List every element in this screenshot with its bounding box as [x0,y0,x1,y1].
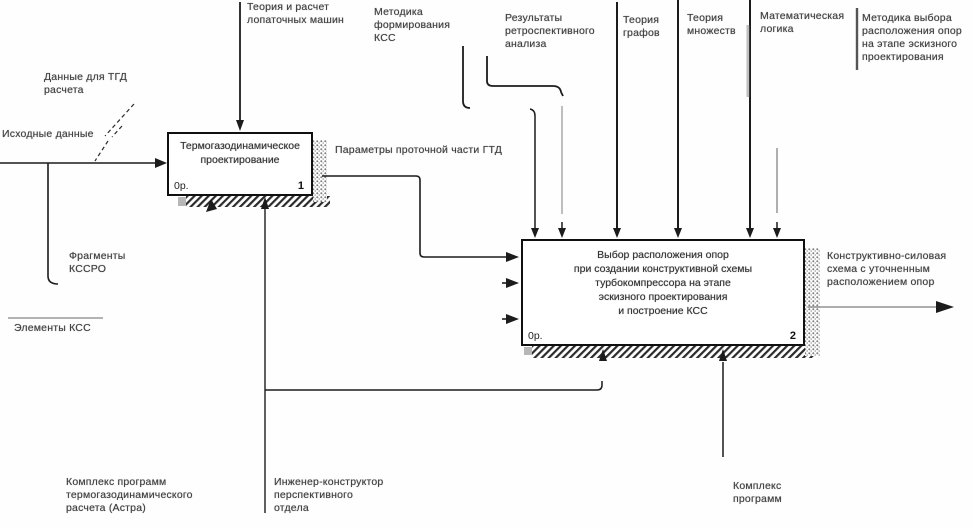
label-elements-kss: Элементы КСС [14,322,91,334]
box1-number: 1 [297,180,304,192]
label-retro-analysis: Результаты ретроспективного анализа [505,12,595,50]
label-set-theory: Теория множеств [687,12,736,37]
label-theory-blades: Теория и расчет лопаточных машин [247,1,345,26]
box1-shadow [178,140,330,207]
box1-output-elbow [322,175,510,258]
activity-box-2: Выбор расположения опор при создании кон… [521,239,805,346]
label-data-tgd: Данные для ТГД расчета [44,71,128,96]
box2-title: Выбор расположения опор при создании кон… [573,249,753,317]
box2-input3-arrowhead [506,314,519,324]
box2-control5-arrowhead [746,228,754,238]
activity-box-1: Термогазодинамическое проектирование 0р.… [167,132,313,196]
box1-mech-arrowhead [261,197,269,209]
label-astra-programs: Комплекс программ термогазодинамического… [66,476,193,514]
label-math-logic: Математическая логика [760,10,845,35]
box2-number: 2 [789,330,796,342]
box1-mech-diagonal-arrowhead [206,199,217,212]
box1-input-arrowhead [155,158,167,168]
box2-mech1-arrowhead [599,349,607,361]
box2-cost-label: 0р. [528,330,543,342]
box2-control3-arrowhead [613,228,621,238]
box2-control1-arrowhead [531,228,539,238]
label-fragments-kssro: Фрагменты КССРО [69,250,126,275]
label-engineer: Инженер-конструктор перспективного отдел… [274,476,384,514]
box1-cost-label: 0р. [174,180,189,192]
label-output-scheme: Конструктивно-силовая схема с уточненным… [827,250,947,288]
box1-title: Термогазодинамическое проектирование [180,140,300,166]
label-program-complex: Комплекс программ [733,480,782,505]
box2-control4-arrowhead [674,228,682,238]
callout-squiggle [94,103,135,162]
box2-output-arrowhead [936,301,954,313]
label-method-supports: Методика выбора расположения опор на эта… [862,12,962,63]
box2-input1-arrowhead [506,252,519,262]
label-method-kss: Методика формирования КСС [374,6,451,44]
control-method-kss-line [462,46,471,109]
box1-control-arrowhead [236,120,244,131]
box2-mechanism1-line [265,381,603,391]
label-initial-data: Исходные данные [2,128,94,140]
label-graph-theory: Теория графов [623,14,660,39]
control1-drop-line [529,108,536,228]
label-flow-params: Параметры проточной части ГТД [335,144,503,156]
box2-mech2-arrowhead [719,349,727,361]
box2-input2-arrowhead [506,278,519,288]
box2-control6-arrowhead [773,228,781,238]
box1-input-arrow [0,162,160,285]
box2-control2-arrowhead [558,228,566,238]
control-retro-bracket [486,56,564,97]
